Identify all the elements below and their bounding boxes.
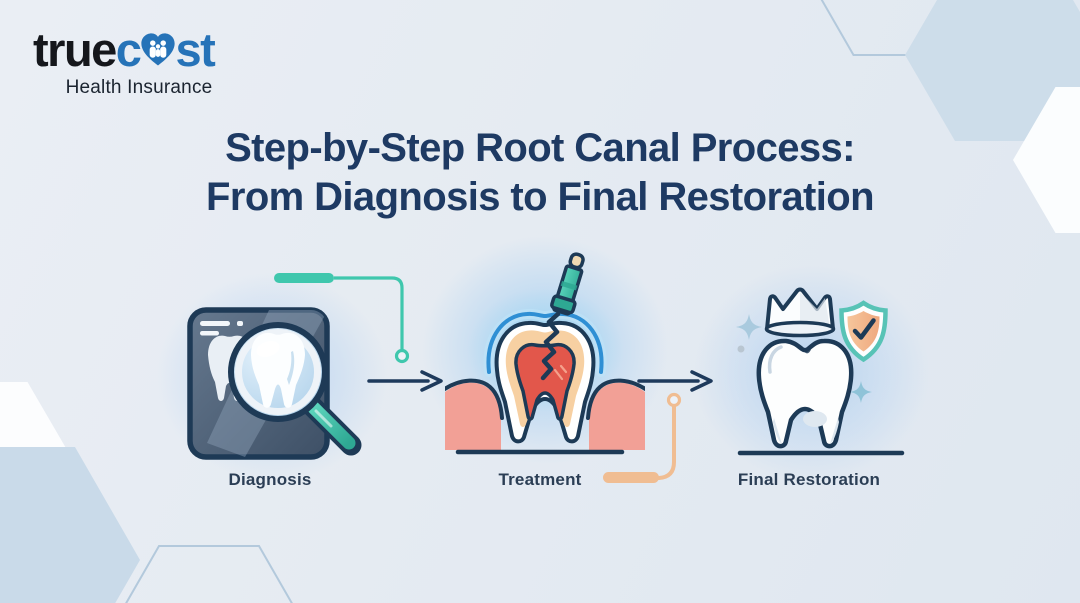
brand-word-blue-pre: c bbox=[115, 23, 142, 76]
brand-tagline: Health Insurance bbox=[65, 77, 213, 98]
brand-word-blue-post: st bbox=[175, 23, 215, 76]
hexagon-fill-top-right bbox=[905, 0, 1080, 141]
sparkle-icon bbox=[736, 314, 762, 340]
orange-connector-line bbox=[603, 392, 682, 483]
page-title: Step-by-Step Root Canal Process: From Di… bbox=[0, 124, 1080, 222]
heart-family-icon bbox=[141, 33, 176, 66]
hexagon-white-right bbox=[1013, 87, 1080, 233]
arrow-right-icon bbox=[637, 370, 713, 392]
teal-connector-line bbox=[274, 273, 410, 364]
tooth-xray-magnifier-icon bbox=[187, 307, 362, 460]
title-line2: From Diagnosis to Final Restoration bbox=[206, 175, 875, 220]
step-label-diagnosis: Diagnosis bbox=[228, 470, 312, 489]
tooth-icon bbox=[756, 338, 854, 449]
hexagon-outline-top bbox=[820, 0, 978, 56]
crowned-tooth-shield-icon bbox=[736, 287, 905, 456]
step-label-final-restoration: Final Restoration bbox=[737, 470, 881, 489]
hexagon-fill-bottom-left bbox=[0, 447, 140, 603]
brand-word-black: true bbox=[33, 23, 117, 76]
root-canal-file-tooth-icon bbox=[445, 252, 645, 455]
step-label-treatment: Treatment bbox=[498, 470, 582, 489]
crown-icon bbox=[764, 287, 836, 338]
sparkle-icon bbox=[849, 380, 873, 404]
hexagon-outline-bottom bbox=[125, 545, 293, 603]
arrow-right-icon bbox=[367, 370, 443, 392]
title-line1: Step-by-Step Root Canal Process: bbox=[225, 126, 855, 170]
shield-check-icon bbox=[839, 300, 888, 363]
